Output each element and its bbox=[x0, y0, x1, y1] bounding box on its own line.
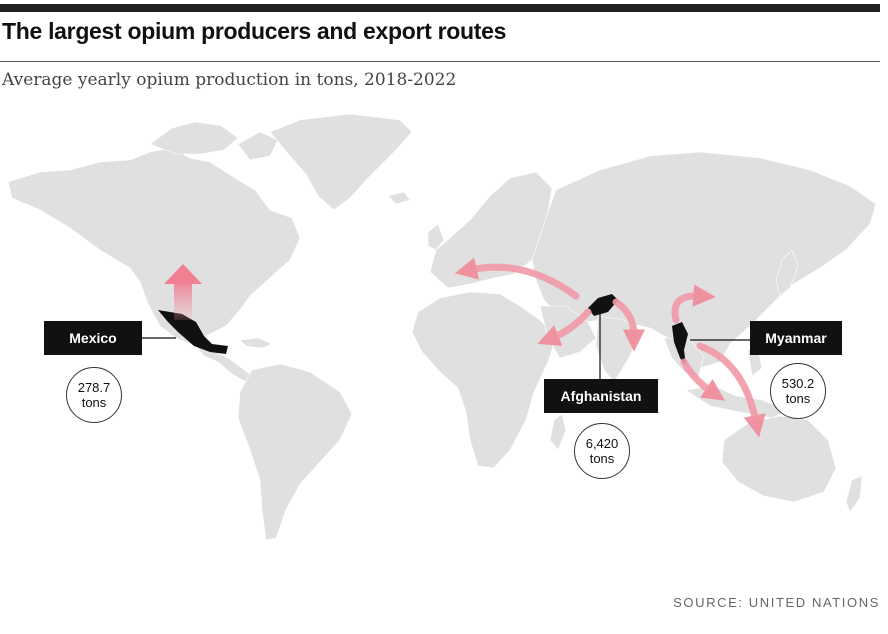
myanmar-shape bbox=[672, 322, 688, 366]
mexico-value-circle: 278.7 tons bbox=[66, 367, 122, 423]
page-title: The largest opium producers and export r… bbox=[2, 18, 507, 44]
afghanistan-value: 6,420 bbox=[585, 436, 619, 451]
producer-countries bbox=[158, 294, 688, 366]
iceland-land bbox=[387, 191, 411, 205]
myanmar-label: Myanmar bbox=[750, 321, 842, 355]
top-bar bbox=[0, 4, 880, 12]
world-map bbox=[7, 113, 877, 541]
myanmar-route-australia bbox=[696, 342, 766, 438]
afghanistan-value-circle: 6,420 tons bbox=[574, 423, 630, 479]
mexico-route-arrowhead bbox=[164, 264, 202, 284]
landmasses bbox=[7, 113, 877, 541]
mexico-shape bbox=[158, 310, 228, 354]
uk-land bbox=[427, 223, 445, 251]
leader-lines bbox=[138, 312, 750, 380]
source-credit: SOURCE: UNITED NATIONS bbox=[673, 595, 880, 610]
north-america-land bbox=[7, 147, 301, 347]
africa-land bbox=[411, 291, 557, 469]
mexico-label: Mexico bbox=[44, 321, 142, 355]
caribbean-land bbox=[239, 337, 273, 349]
afghanistan-unit: tons bbox=[589, 451, 615, 466]
australia-land bbox=[721, 415, 837, 503]
baffin-land bbox=[237, 131, 279, 161]
mexico-value: 278.7 bbox=[77, 380, 111, 395]
myanmar-route-north bbox=[671, 284, 716, 324]
afghanistan-shape bbox=[588, 294, 618, 316]
afghanistan-label: Afghanistan bbox=[544, 379, 658, 413]
myanmar-unit: tons bbox=[785, 391, 811, 406]
myanmar-value: 530.2 bbox=[781, 376, 815, 391]
madagascar-land bbox=[549, 413, 567, 451]
myanmar-value-circle: 530.2 tons bbox=[770, 363, 826, 419]
afghanistan-route-arabia bbox=[537, 308, 592, 346]
page-subtitle: Average yearly opium production in tons,… bbox=[2, 70, 457, 90]
arctic-islands-land bbox=[149, 121, 239, 155]
mexico-unit: tons bbox=[81, 395, 107, 410]
afghanistan-route-europe bbox=[454, 257, 580, 300]
south-america-land bbox=[237, 363, 353, 541]
myanmar-route-southeast bbox=[680, 358, 726, 401]
export-routes bbox=[164, 257, 766, 438]
greenland-land bbox=[269, 113, 413, 211]
title-divider bbox=[0, 61, 880, 62]
afghanistan-route-south-asia bbox=[612, 298, 646, 352]
mexico-route-shaft bbox=[174, 282, 192, 320]
new-zealand-land bbox=[845, 475, 863, 513]
japan-land bbox=[775, 249, 799, 297]
